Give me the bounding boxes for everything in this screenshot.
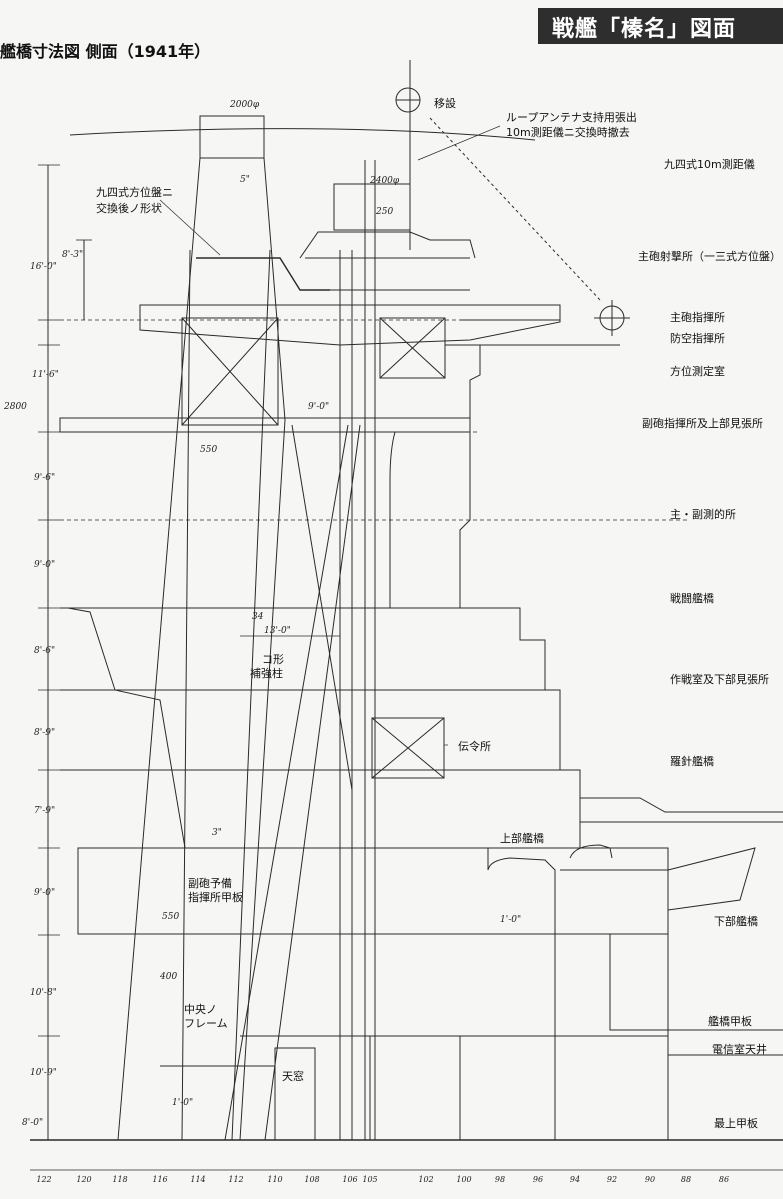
dim-left-12: 10'-9" [30,1068,57,1078]
level-combat-bridge: 戦闘艦橋 [670,592,714,605]
frame-number: 96 [532,1175,544,1184]
dim-9ft: 9'-0" [308,402,330,412]
dim-left-4: 2800 [4,402,27,412]
dim-34: 34 [252,612,264,622]
annotation-message-room: 伝令所 [458,740,491,753]
frame-number: 102 [418,1175,434,1184]
level-rangefinder: 九四式10m測距儀 [664,158,755,171]
dim-left-3: 11'-6" [32,370,59,380]
frame-number: 114 [190,1175,206,1184]
level-lower-bridge: 下部艦橋 [714,915,758,928]
frame-number: 100 [456,1175,472,1184]
dim-left-5: 9'-6" [34,473,56,483]
dim-left-1: 16'-0" [30,262,57,272]
annotation-frame-1: 中央ノ [184,1003,217,1016]
annotation-director-1: 九四式方位盤ニ [96,186,173,199]
dim-550-b: 550 [162,912,180,922]
frame-number: 105 [362,1175,378,1184]
dim-5in: 5" [240,175,250,185]
frame-number: 88 [680,1175,692,1184]
dim-left-2: 8'-3" [62,250,84,260]
level-direction-finding: 方位測定室 [670,365,725,378]
annotation-sec-deck-2: 指揮所甲板 [188,891,243,904]
frame-number: 98 [494,1175,506,1184]
dim-left-7: 8'-6" [34,646,56,656]
dim-550-a: 550 [200,445,218,455]
frame-number: 106 [342,1175,358,1184]
annotation-frame-2: フレーム [184,1017,228,1030]
annotation-skylight: 天窓 [282,1070,304,1083]
level-anti-air-command: 防空指揮所 [670,332,725,345]
annotation-c-column-1: コ形 [262,653,284,666]
frame-number: 86 [718,1175,730,1184]
frame-number: 122 [36,1175,52,1184]
dim-1ft-a: 1'-0" [172,1098,194,1108]
level-radio-room-ceiling: 電信室天井 [712,1043,767,1056]
dim-2000: 2000φ [230,100,260,110]
annotation-director-2: 交換後ノ形状 [96,202,162,215]
dim-left-13: 8'-0" [22,1118,44,1128]
frame-number: 94 [569,1175,581,1184]
level-compass-bridge: 羅針艦橋 [670,755,714,768]
annotation-antenna-2: 10m測距儀ニ交換時撤去 [506,126,630,139]
dim-2400: 2400φ [370,176,400,186]
dim-left-9: 7'-9" [34,806,56,816]
header-bar [538,8,783,44]
frame-number: 110 [267,1175,283,1184]
annotation-sec-deck-1: 副砲予備 [188,877,232,890]
level-main-gun-command: 主砲指揮所 [670,311,725,324]
dim-left-10: 9'-0" [34,888,56,898]
page-header-title: 戦艦「榛名」図面 [552,17,737,42]
level-upper-deck: 最上甲板 [714,1117,758,1130]
frame-number: 116 [152,1175,168,1184]
dim-13ft: 13'-0" [264,626,291,636]
level-main-gun-fire-control: 主砲射撃所（一三式方位盤） [638,250,781,263]
frame-number: 90 [644,1175,656,1184]
dim-400: 400 [160,972,178,982]
level-secondary-command-lookout: 副砲指揮所及上部見張所 [642,417,763,430]
annotation-moved: 移設 [434,97,456,110]
dim-250: 250 [376,207,394,217]
level-rangekeeping: 主・副測的所 [670,508,736,521]
dim-left-6: 9'-0" [34,560,56,570]
drawing-subtitle: 艦橋寸法図 側面（1941年） [0,42,211,61]
dim-left-11: 10'-8" [30,988,57,998]
frame-number: 120 [76,1175,92,1184]
dim-1ft-b: 1'-0" [500,915,522,925]
frame-number: 118 [112,1175,128,1184]
frame-number: 92 [606,1175,618,1184]
frame-number: 112 [228,1175,244,1184]
dim-left-8: 8'-9" [34,728,56,738]
annotation-antenna-1: ループアンテナ支持用張出 [506,111,637,124]
level-operations-room: 作戦室及下部見張所 [670,673,769,686]
frame-number: 108 [304,1175,320,1184]
annotation-c-column-2: 補強柱 [250,667,283,680]
level-bridge-deck: 艦橋甲板 [708,1015,752,1028]
dim-3in: 3" [212,828,222,838]
level-upper-bridge: 上部艦橋 [500,832,544,845]
